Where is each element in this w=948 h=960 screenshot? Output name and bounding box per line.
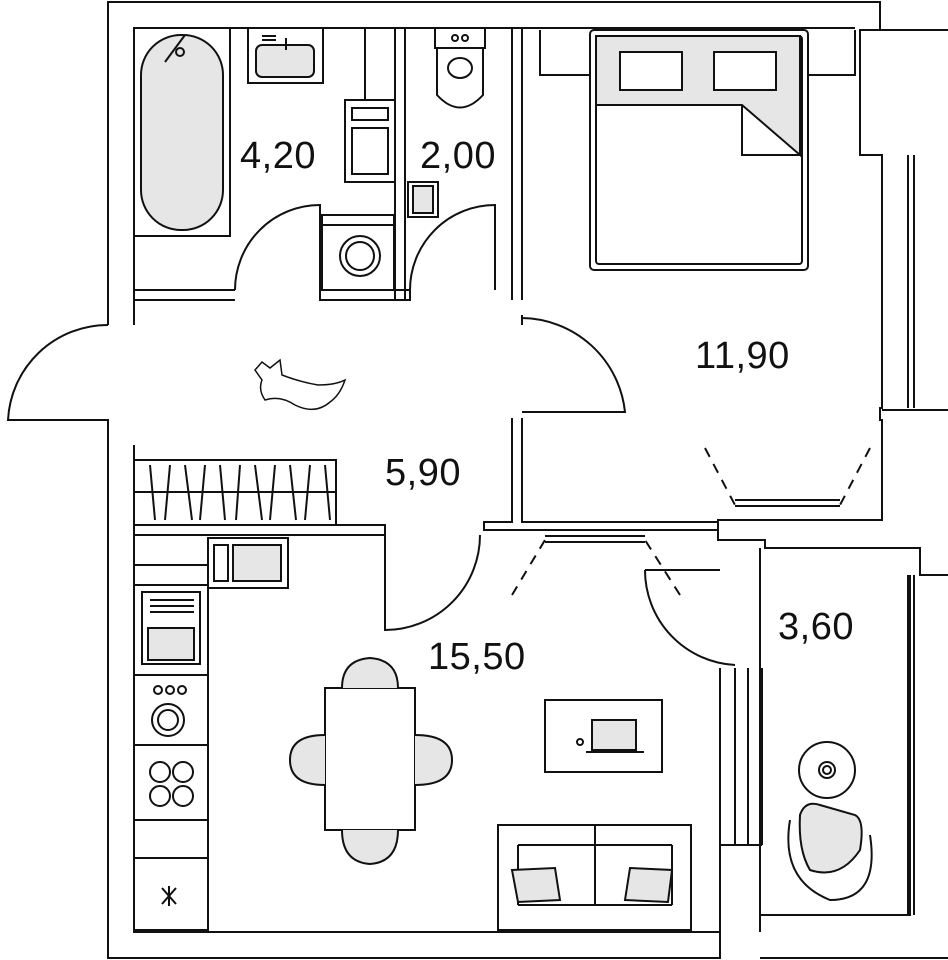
wardrobe: [133, 459, 337, 526]
washing-machine: [321, 214, 395, 291]
dining-table: [288, 656, 454, 866]
room-area-toilet: 2,00: [420, 135, 496, 177]
room-area-balcony: 3,60: [778, 606, 854, 648]
bathtub: [133, 27, 231, 237]
sofa: [497, 824, 692, 931]
room-area-bathroom: 4,20: [240, 135, 316, 177]
windows: [511, 30, 871, 596]
desk-laptop: [544, 699, 663, 773]
cabinet: [344, 99, 396, 183]
kitchen-counter: [133, 537, 289, 931]
balcony-furniture: [787, 741, 873, 902]
room-area-bedroom: 11,90: [695, 335, 790, 377]
room-area-kitchen-living: 15,50: [428, 636, 526, 678]
bathroom-sink: [247, 27, 324, 84]
doors: [6, 203, 736, 666]
cat-icon: [254, 358, 347, 411]
room-area-hallway: 5,90: [385, 452, 461, 494]
bed: [589, 29, 809, 271]
toilet: [407, 27, 486, 218]
